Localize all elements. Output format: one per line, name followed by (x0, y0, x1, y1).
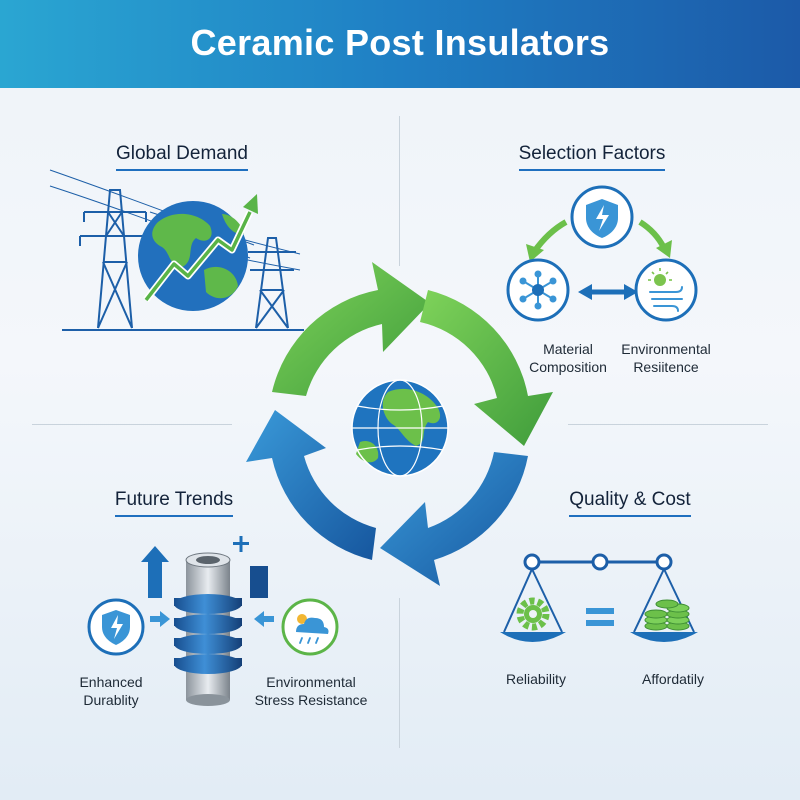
gear-icon (516, 597, 550, 631)
global-demand-title: Global Demand (92, 143, 272, 171)
cycle-arrows-icon (246, 262, 553, 586)
up-arrow-icon (141, 546, 169, 598)
header-banner: Ceramic Post Insulators (0, 0, 800, 88)
material-composition-label: Material Composition (529, 341, 607, 375)
globe-icon (351, 379, 449, 477)
molecule-icon (506, 258, 570, 322)
demand-globe-icon (138, 201, 248, 311)
enhanced-durability-label: Enhanced Durablity (79, 674, 143, 708)
selection-cycle-icon (526, 219, 672, 300)
durability-shield-icon (87, 598, 145, 656)
quality-cost-title: Quality & Cost (540, 489, 720, 517)
growth-arrow-icon (143, 194, 258, 303)
page-title: Ceramic Post Insulators (190, 22, 610, 63)
environmental-resistance-label: Environmental Resiitence (621, 341, 711, 375)
equals-icon (586, 608, 614, 626)
divider-horizontal-left (32, 424, 232, 425)
shield-lightning-icon (570, 185, 634, 249)
selection-factors-title: Selection Factors (502, 143, 682, 171)
divider-vertical-bottom (399, 598, 400, 748)
divider-vertical-top (399, 116, 400, 266)
future-trends-title: Future Trends (84, 489, 264, 517)
minus-bar-icon (250, 566, 268, 598)
affordability-label: Affordatily (642, 671, 704, 687)
insulator-icon (174, 552, 242, 706)
balance-scale-icon (500, 553, 698, 642)
divider-horizontal-right (568, 424, 768, 425)
reliability-label: Reliability (506, 671, 566, 687)
plus-icon (233, 536, 249, 552)
power-tower-icon (49, 169, 304, 331)
stress-weather-icon (281, 598, 339, 656)
left-arrow-icon (254, 611, 274, 627)
weather-icon (634, 258, 698, 322)
coin-stack-icon (644, 599, 690, 631)
stress-resistance-label: Environmental Stress Resistance (254, 674, 368, 708)
right-arrow-icon (150, 611, 170, 627)
